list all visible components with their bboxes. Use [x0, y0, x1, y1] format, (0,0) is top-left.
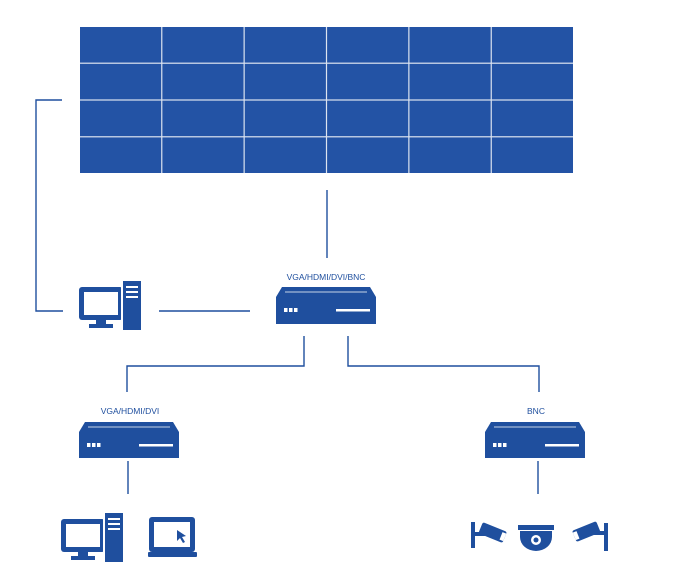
video-wall-panel: [162, 100, 244, 137]
video-wall-panel: [409, 100, 491, 137]
video-wall-panel: [80, 137, 162, 173]
video-wall-panel: [80, 27, 162, 63]
video-wall-panel: [244, 137, 326, 173]
video-wall-panel: [327, 27, 409, 63]
video-wall-panel: [491, 100, 573, 137]
video-wall-panel: [162, 63, 244, 100]
laptop-icon: [148, 517, 197, 557]
right-switcher-icon: [485, 422, 585, 458]
video-wall-panel: [244, 63, 326, 100]
video-wall-panel: [327, 137, 409, 173]
main-to-left-switcher-line: [126, 336, 305, 392]
video-wall-panel: [162, 27, 244, 63]
desktop-computer-icon: [79, 281, 141, 330]
video-wall-panel: [80, 63, 162, 100]
video-wall-panel: [80, 100, 162, 137]
video-wall: [80, 27, 573, 173]
desktop-computer-icon: [61, 513, 123, 562]
left-switcher-icon: [79, 422, 179, 458]
video-wall-panel: [327, 100, 409, 137]
video-wall-panel: [244, 27, 326, 63]
video-wall-panel: [244, 100, 326, 137]
video-wall-panel: [162, 137, 244, 173]
left-switcher-label: VGA/HDMI/DVI: [101, 406, 160, 416]
connection-lines: [35, 99, 540, 494]
video-wall-panel: [409, 27, 491, 63]
main-switcher-icon: [276, 287, 376, 324]
main-switcher-label: VGA/HDMI/DVI/BNC: [287, 272, 366, 282]
video-wall-panel: [409, 137, 491, 173]
bullet-camera-icon: [471, 522, 507, 548]
bullet-camera-icon: [572, 521, 608, 551]
right-switcher-label: BNC: [527, 406, 545, 416]
wall-to-pc-line: [35, 99, 63, 312]
dome-camera-icon: [518, 525, 554, 551]
video-wall-panel: [409, 63, 491, 100]
video-wall-frame: [80, 27, 573, 173]
video-wall-panel: [491, 63, 573, 100]
video-wall-panel: [491, 137, 573, 173]
main-to-right-switcher-line: [347, 336, 540, 392]
video-wall-panel: [327, 63, 409, 100]
video-wall-panel: [491, 27, 573, 63]
